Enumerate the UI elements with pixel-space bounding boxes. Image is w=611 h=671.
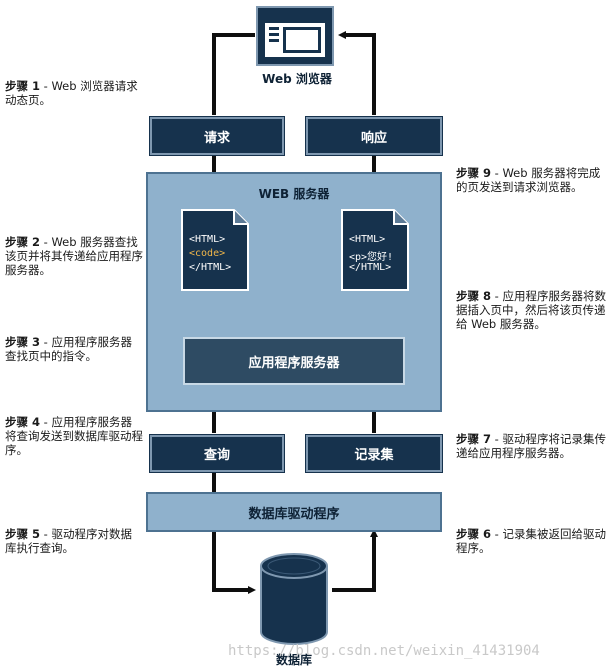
right-doc-line-3: </HTML>	[349, 262, 392, 273]
step-9: 步骤 9 - Web 服务器将完成的页发送到请求浏览器。	[456, 166, 606, 194]
step-6: 步骤 6 - 记录集被返回给驱动程序。	[456, 527, 606, 555]
left-doc-line-3: </HTML>	[189, 262, 232, 273]
step-6-text: - 记录集被返回给驱动程序。	[456, 527, 606, 555]
app-server-box: 应用程序服务器	[183, 337, 405, 385]
step-3: 步骤 3 - 应用程序服务器查找页中的指令。	[5, 335, 143, 363]
step-7: 步骤 7 - 驱动程序将记录集传递给应用程序服务器。	[456, 432, 606, 460]
response-box: 响应	[306, 117, 442, 155]
step-8-title: 步骤 8	[456, 289, 492, 303]
database-label: 数据库	[275, 653, 312, 667]
step-8-text: - 应用程序服务器将数据插入页中，然后将该页传递给 Web 服务器。	[456, 289, 606, 331]
step-1-title: 步骤 1	[5, 79, 41, 93]
left-doc-line-1: <HTML>	[189, 234, 226, 245]
step-8: 步骤 8 - 应用程序服务器将数据插入页中，然后将该页传递给 Web 服务器。	[456, 289, 606, 331]
step-2: 步骤 2 - Web 服务器查找该页并将其传递给应用程序服务器。	[5, 235, 143, 277]
html-document-icon	[341, 209, 409, 291]
db-driver-box: 数据库驱动程序	[146, 492, 442, 532]
step-6-title: 步骤 6	[456, 527, 492, 541]
driver-to-db-line	[212, 530, 256, 594]
left-doc-line-2: <code>	[189, 248, 226, 259]
step-5: 步骤 5 - 驱动程序对数据库执行查询。	[5, 527, 143, 555]
database-cylinder-icon	[260, 553, 328, 645]
step-7-title: 步骤 7	[456, 432, 492, 446]
code-document-icon	[181, 209, 249, 291]
step-3-text: - 应用程序服务器查找页中的指令。	[5, 335, 132, 363]
browser-label: Web 浏览器	[262, 72, 332, 86]
request-box: 请求	[150, 117, 284, 155]
right-doc-line-1: <HTML>	[349, 234, 386, 245]
step-1: 步骤 1 - Web 浏览器请求动态页。	[5, 79, 143, 107]
web-server-title: WEB 服务器	[258, 187, 330, 201]
step-1-text: - Web 浏览器请求动态页。	[5, 79, 138, 107]
step-9-title: 步骤 9	[456, 166, 492, 180]
watermark: https://blog.csdn.net/weixin_41431904	[228, 643, 540, 659]
db-to-driver-line	[332, 529, 378, 592]
step-5-text: - 驱动程序对数据库执行查询。	[5, 527, 132, 555]
recordset-box: 记录集	[306, 435, 442, 472]
response-to-browser-line	[338, 31, 376, 115]
step-2-title: 步骤 2	[5, 235, 41, 249]
query-box: 查询	[150, 435, 284, 472]
step-4: 步骤 4 - 应用程序服务器将查询发送到数据库驱动程序。	[5, 415, 143, 457]
step-9-text: - Web 服务器将完成的页发送到请求浏览器。	[456, 166, 601, 194]
step-7-text: - 驱动程序将记录集传递给应用程序服务器。	[456, 432, 606, 460]
step-5-title: 步骤 5	[5, 527, 41, 541]
right-doc-line-2: <p>您好!	[349, 252, 394, 263]
step-4-title: 步骤 4	[5, 415, 41, 429]
step-2-text: - Web 服务器查找该页并将其传递给应用程序服务器。	[5, 235, 143, 277]
browser-window-icon	[256, 6, 334, 66]
step-4-text: - 应用程序服务器将查询发送到数据库驱动程序。	[5, 415, 143, 457]
browser-to-request-line	[212, 33, 255, 115]
step-3-title: 步骤 3	[5, 335, 41, 349]
